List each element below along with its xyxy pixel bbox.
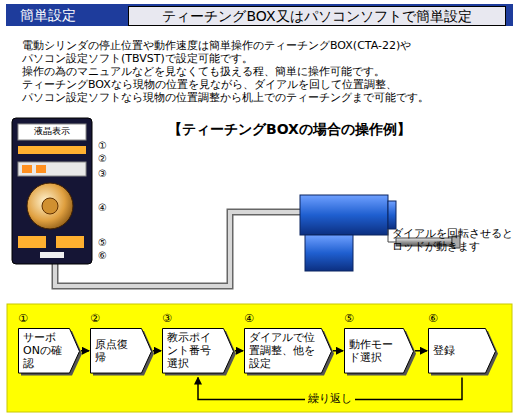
callout-number: ① <box>98 140 107 152</box>
connector <box>333 350 343 352</box>
callout-number: ⑤ <box>98 237 107 249</box>
node-text: サーボONの確認 <box>23 331 65 371</box>
callout-number: ③ <box>98 168 107 180</box>
process-arrow-box: ⑤動作モード選択 <box>344 328 414 374</box>
connector <box>81 350 89 352</box>
node-text: 簡単設定 <box>14 7 82 24</box>
connector <box>415 350 427 352</box>
description-text: 電動シリンダの停止位置や動作速度は簡単操作のティーチングBOX(CTA-22)や <box>22 40 411 53</box>
button <box>40 252 64 258</box>
description-text: ティーチングBOXなら現物の位置を見ながら、ダイアルを回して位置調整、 <box>22 79 397 92</box>
step-number: ① <box>18 312 28 325</box>
end-cap <box>388 201 396 229</box>
button <box>18 236 46 248</box>
selector-bar <box>18 162 86 176</box>
lcd-screen <box>18 124 86 140</box>
key <box>36 165 46 173</box>
section-heading: 【ティーチングBOXの場合の操作例】 <box>168 121 411 137</box>
node-text: 原点復帰 <box>95 338 137 364</box>
process-arrow-box: ③教示ポイント番号選択 <box>162 328 234 374</box>
description-text: パソコン設定ソフトなら現物の位置調整から机上でのティーチングまで可能です。 <box>22 92 429 105</box>
teaching-box <box>12 118 92 264</box>
node-text: 教示ポイント番号選択 <box>167 331 219 371</box>
subtitle-box: ティーチングBOX又はパソコンソフトで簡単設定 <box>128 6 506 26</box>
node-text: ティーチングBOX又はパソコンソフトで簡単設定 <box>135 8 499 25</box>
dial <box>27 183 73 229</box>
callout-number: ④ <box>98 202 107 214</box>
step-number: ③ <box>162 312 172 325</box>
step-number: ⑥ <box>428 312 438 325</box>
description-text: 操作の為のマニュアルなどを見なくても扱える程、簡単に操作可能です。 <box>22 66 385 79</box>
process-arrow-box: ①サーボONの確認 <box>18 328 80 374</box>
node-text: 動作モード選択 <box>349 338 399 364</box>
button-row <box>18 146 86 154</box>
edge-label: 繰り返し <box>305 393 355 406</box>
node-text: ダイアルで位置調整、他を設定 <box>249 331 317 371</box>
connector <box>153 350 161 352</box>
step-number: ② <box>90 312 100 325</box>
key <box>22 165 32 173</box>
step-number: ④ <box>244 312 254 325</box>
callout-number: ⑥ <box>98 250 107 262</box>
connector <box>235 350 243 352</box>
step-number: ⑤ <box>344 312 354 325</box>
dial-hub <box>42 198 58 214</box>
flow-band <box>7 304 512 412</box>
motor <box>305 235 353 271</box>
process-arrow-box: ⑥登録 <box>428 328 496 374</box>
note-text: ダイアルを回転させると ロッドが動きます <box>392 228 514 253</box>
description-text: パソコン設定ソフト(TBVST)で設定可能です。 <box>22 53 253 66</box>
header-band <box>6 4 513 26</box>
process-arrow-box: ④ダイアルで位置調整、他を設定 <box>244 328 332 374</box>
title-band: 簡単設定 <box>10 6 86 25</box>
cylinder-body <box>300 195 388 235</box>
screen-label: 液晶表示 <box>22 126 82 136</box>
callout-number: ② <box>98 153 107 165</box>
button <box>56 236 84 248</box>
node-text: 登録 <box>433 344 455 357</box>
process-arrow-box: ②原点復帰 <box>90 328 152 374</box>
